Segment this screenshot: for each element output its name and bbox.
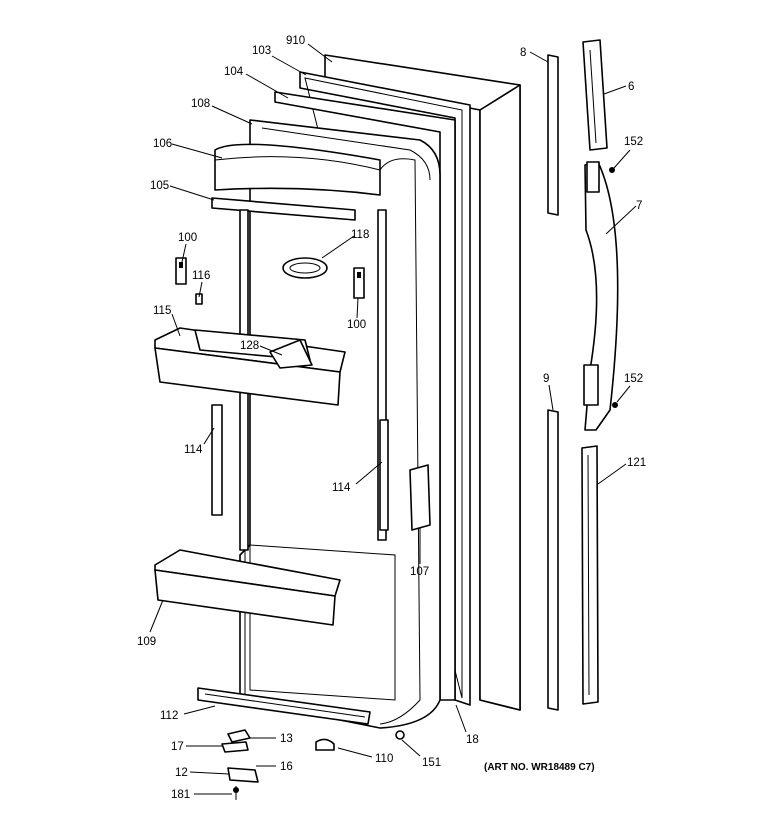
callout-labels: 910 103 104 108 106 105 100 116 118 100 …	[137, 35, 646, 801]
label-114-right: 114	[332, 482, 351, 494]
label-8: 8	[520, 47, 526, 59]
label-121: 121	[627, 457, 646, 469]
top-dairy-rail	[211, 143, 381, 221]
label-105: 105	[150, 180, 169, 192]
label-181: 181	[171, 789, 190, 801]
label-108: 108	[191, 98, 210, 110]
label-116: 116	[192, 270, 210, 282]
label-107: 107	[410, 566, 429, 578]
screw-152-bottom	[612, 402, 618, 408]
part-107	[409, 464, 431, 531]
label-100-right: 100	[347, 319, 366, 331]
screw-151	[395, 730, 405, 740]
handle-cover-118	[282, 257, 328, 279]
hinge-parts	[221, 729, 259, 800]
label-118: 118	[351, 229, 369, 241]
label-18: 18	[466, 734, 479, 746]
lower-door-bin	[154, 549, 341, 626]
label-152-top: 152	[624, 136, 643, 148]
clip-116	[195, 293, 203, 305]
label-114-left: 114	[184, 444, 203, 456]
label-9: 9	[543, 373, 549, 385]
label-104: 104	[224, 66, 244, 78]
label-152-bottom: 152	[624, 373, 643, 385]
label-128: 128	[240, 340, 259, 352]
upper-door-bin	[154, 327, 346, 406]
part-110	[315, 738, 335, 751]
label-106: 106	[153, 138, 172, 150]
label-910: 910	[286, 35, 305, 47]
label-7: 7	[636, 200, 642, 212]
art-number: (ART NO. WR18489 C7)	[484, 762, 595, 773]
shelf-bracket-right	[353, 267, 365, 299]
label-151: 151	[422, 757, 441, 769]
door-handle-7	[583, 161, 619, 431]
shelf-bracket-left	[175, 257, 187, 285]
label-109: 109	[137, 636, 156, 648]
leader-lines	[149, 43, 637, 795]
trim-strip-8	[547, 54, 559, 216]
label-103: 103	[252, 45, 271, 57]
handle-cap-6	[582, 39, 608, 151]
label-112: 112	[160, 710, 178, 722]
label-12: 12	[175, 767, 188, 779]
label-13: 13	[280, 733, 293, 745]
label-115: 115	[153, 305, 171, 317]
trim-strip-9	[547, 409, 559, 711]
label-100-left: 100	[178, 232, 197, 244]
handle-cap-121	[581, 445, 599, 705]
label-6: 6	[628, 81, 634, 93]
screw-152-top	[609, 167, 615, 173]
label-110: 110	[375, 753, 393, 765]
bottom-trim	[197, 687, 371, 725]
label-17: 17	[171, 741, 184, 753]
label-16: 16	[280, 761, 293, 773]
